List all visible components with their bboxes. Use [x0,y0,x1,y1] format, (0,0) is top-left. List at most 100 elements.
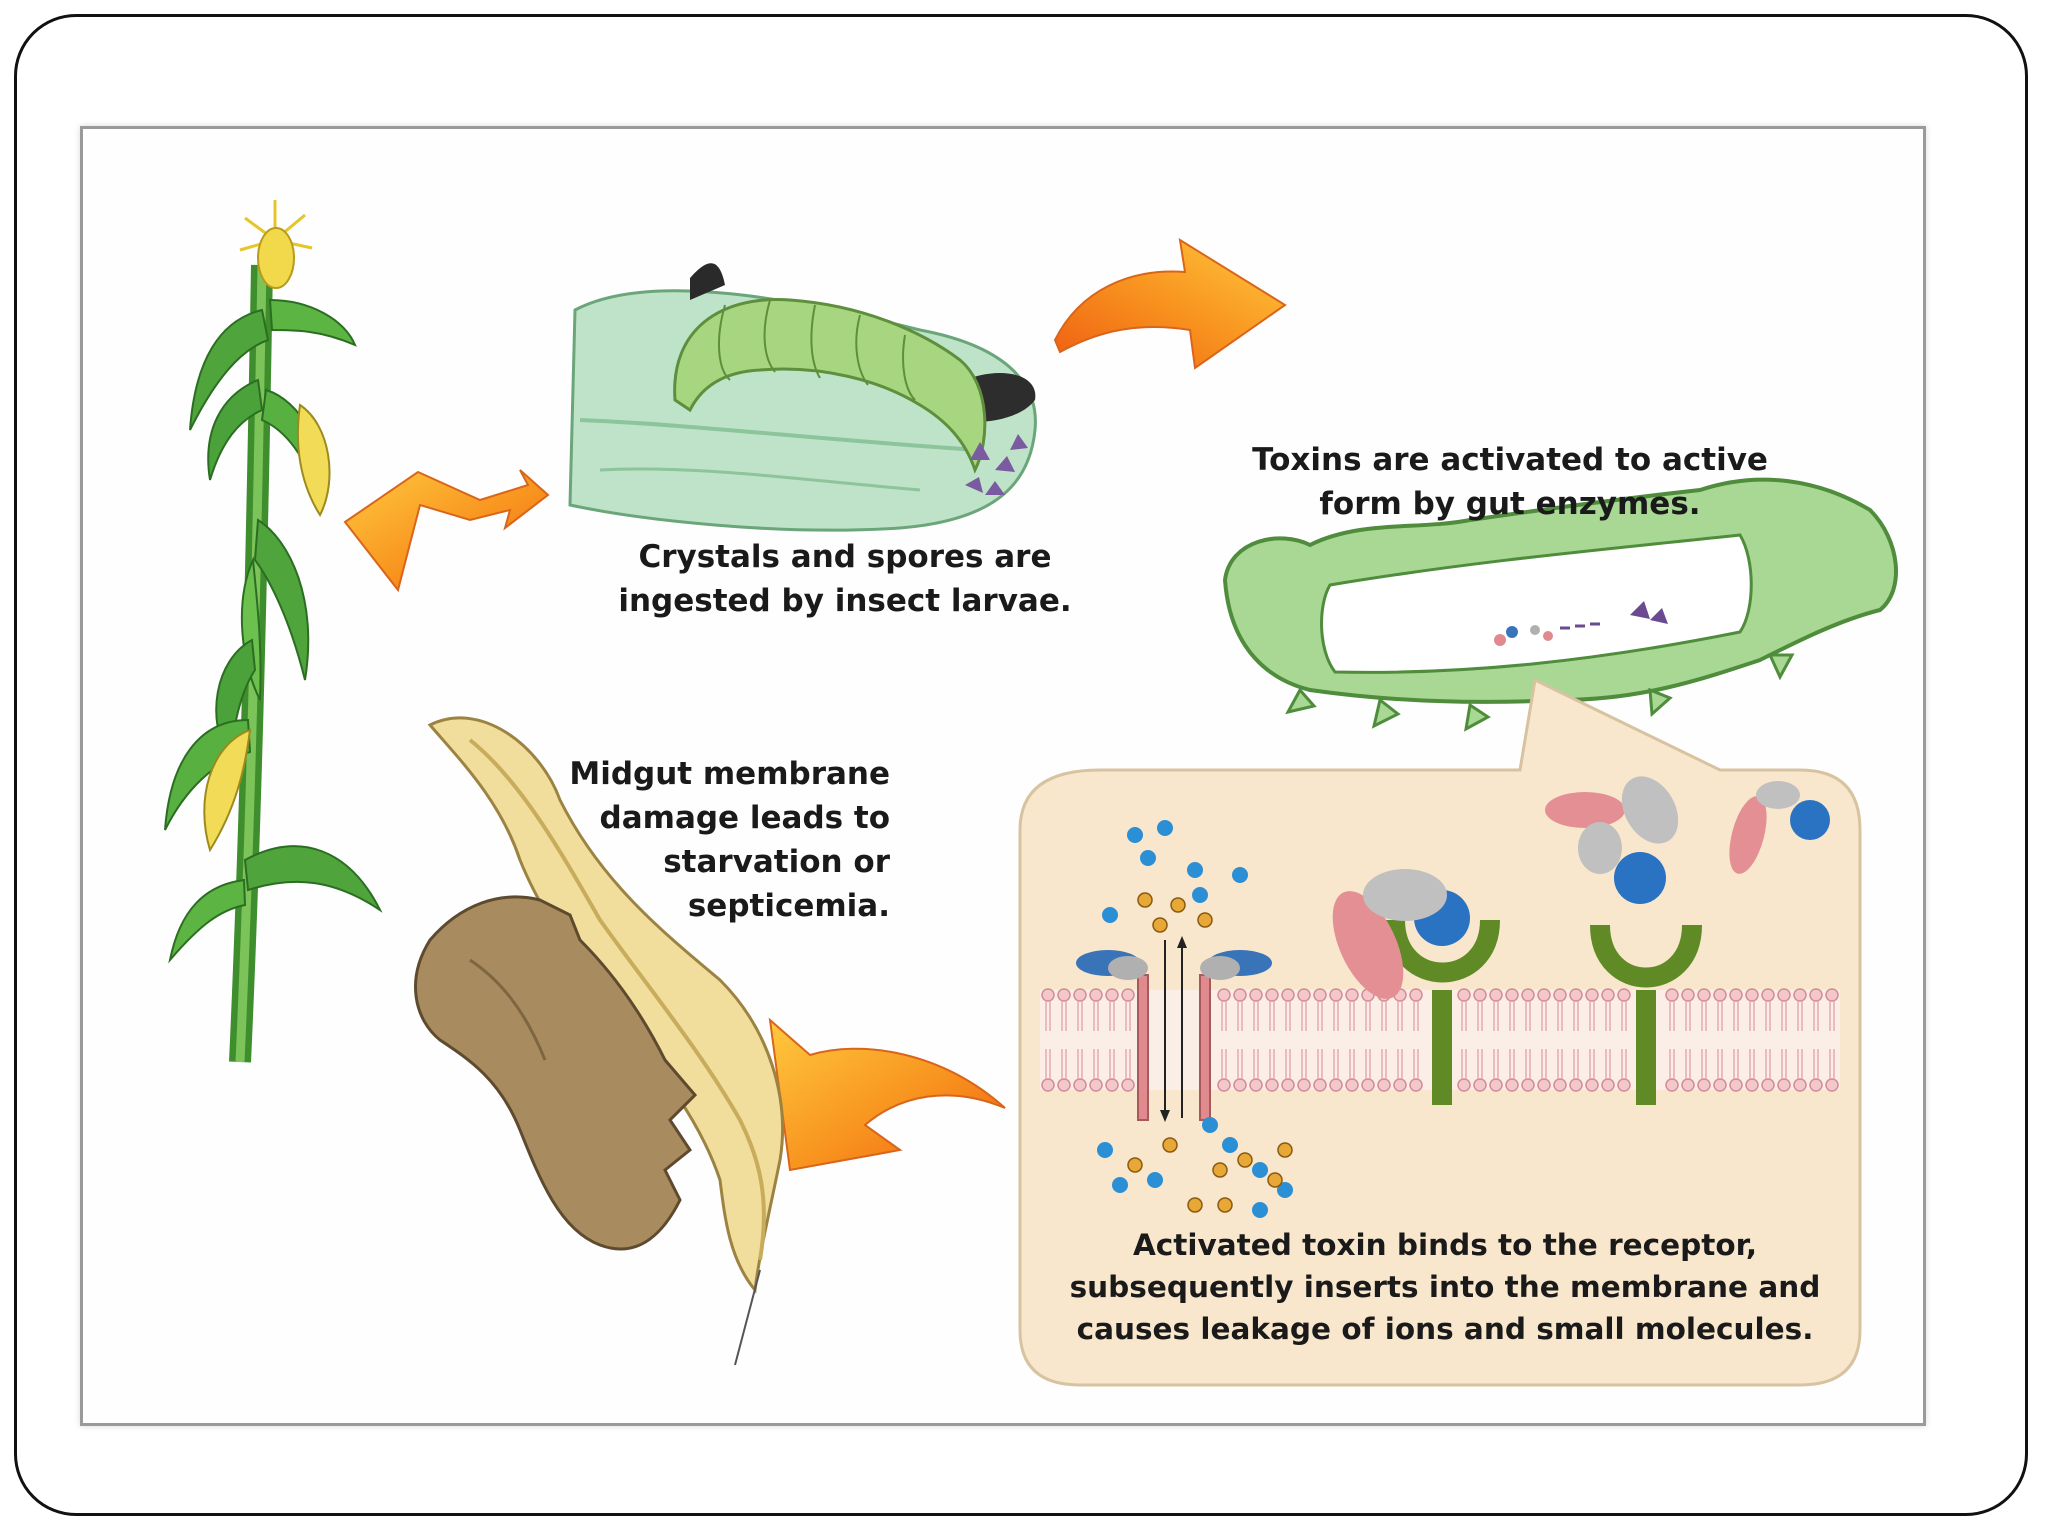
lipid-tail [1541,1049,1547,1079]
lipid-head [1569,988,1583,1002]
lipid-tail [1557,1001,1563,1031]
lipid-tail [1397,1001,1403,1031]
lipid-tail [1605,1001,1611,1031]
lipid-head [1585,988,1599,1002]
lipid-head [1809,988,1823,1002]
lipid-head [1217,1078,1231,1092]
lipid-tail [1541,1001,1547,1031]
lipid-head [1265,1078,1279,1092]
lipid-tail [1829,1001,1835,1031]
lipid-tail [1829,1049,1835,1079]
molecule-dot [1162,1137,1178,1153]
lipid-tail [1669,1049,1675,1079]
molecule-dot [1212,1162,1228,1178]
ion-dot [1102,907,1118,923]
lipid-tail [1045,1049,1051,1079]
lipid-tail [1381,1049,1387,1079]
lipid-tail [1285,1049,1291,1079]
lipid-tail [1573,1049,1579,1079]
lipid-head [1777,1078,1791,1092]
lipid-head [1249,988,1263,1002]
lipid-tail [1685,1001,1691,1031]
lipid-head [1665,988,1679,1002]
lipid-head [1409,988,1423,1002]
ion-dot [1157,820,1173,836]
lipid-tail [1573,1001,1579,1031]
membrane-zoom-panel [1018,677,1862,1387]
lipid-head [1233,988,1247,1002]
lipid-head [1377,1078,1391,1092]
lipid-tail [1477,1001,1483,1031]
lipid-head [1121,988,1135,1002]
ion-dot [1252,1162,1268,1178]
molecule-dot [1187,1197,1203,1213]
lipid-head [1745,1078,1759,1092]
lipid-head [1553,1078,1567,1092]
lipid-head [1553,988,1567,1002]
lipid-tail [1733,1001,1739,1031]
lipid-head [1681,1078,1695,1092]
arrow-plant-to-larva [343,469,550,593]
lipid-head [1329,1078,1343,1092]
lipid-head [1681,988,1695,1002]
lipid-tail [1397,1049,1403,1079]
lipid-tail [1477,1049,1483,1079]
lipid-tail [1621,1001,1627,1031]
lipid-head [1089,988,1103,1002]
lipid-tail [1701,1001,1707,1031]
corn-plant [164,200,383,1063]
lipid-tail [1413,1049,1419,1079]
toxin-pore [1076,936,1272,1122]
lipid-tail [1333,1049,1339,1079]
lipid-head [1345,988,1359,1002]
caption-crystals-ingested: Crystals and spores are ingested by inse… [618,539,1072,620]
damaged-midgut [414,716,784,1366]
lipid-tail [1349,1049,1355,1079]
lipid-tail [1125,1049,1131,1079]
lipid-tail [1109,1001,1115,1031]
lipid-head [1761,1078,1775,1092]
lipid-tail [1813,1001,1819,1031]
lipid-head [1809,1078,1823,1092]
lipid-head [1041,1078,1055,1092]
gut-toxin-fragments [1494,601,1668,646]
arrow-membrane-to-midgut [768,1017,1006,1172]
lipid-tail [1317,1001,1323,1031]
lipid-tail [1349,1001,1355,1031]
lipid-head [1457,988,1471,1002]
lipid-head [1489,988,1503,1002]
lipid-tail [1061,1001,1067,1031]
lipid-head [1281,1078,1295,1092]
lipid-tail [1749,1049,1755,1079]
lipid-tail [1253,1049,1259,1079]
lipid-head [1761,988,1775,1002]
lipid-tail [1509,1001,1515,1031]
lipid-head [1297,988,1311,1002]
lipid-tail [1733,1049,1739,1079]
lipid-tail [1061,1049,1067,1079]
lipid-tail [1621,1049,1627,1079]
lipid-head [1313,1078,1327,1092]
lipid-tail [1253,1001,1259,1031]
lipid-tail [1077,1049,1083,1079]
lipid-head [1073,988,1087,1002]
lipid-head [1745,988,1759,1002]
lipid-tail [1493,1049,1499,1079]
lipid-tail [1525,1049,1531,1079]
lipid-head [1569,1078,1583,1092]
lipid-tail [1269,1049,1275,1079]
lipid-tail [1237,1001,1243,1031]
lipid-tail [1381,1001,1387,1031]
lipid-tail [1077,1001,1083,1031]
lipid-tail [1781,1049,1787,1079]
lipid-tail [1765,1001,1771,1031]
lipid-tail [1461,1049,1467,1079]
lipid-head [1361,1078,1375,1092]
lipid-head [1585,1078,1599,1092]
lipid-head [1297,1078,1311,1092]
lipid-head [1505,988,1519,1002]
ion-dot [1127,827,1143,843]
lipid-tail [1269,1001,1275,1031]
receptor-bound [1332,869,1500,1105]
